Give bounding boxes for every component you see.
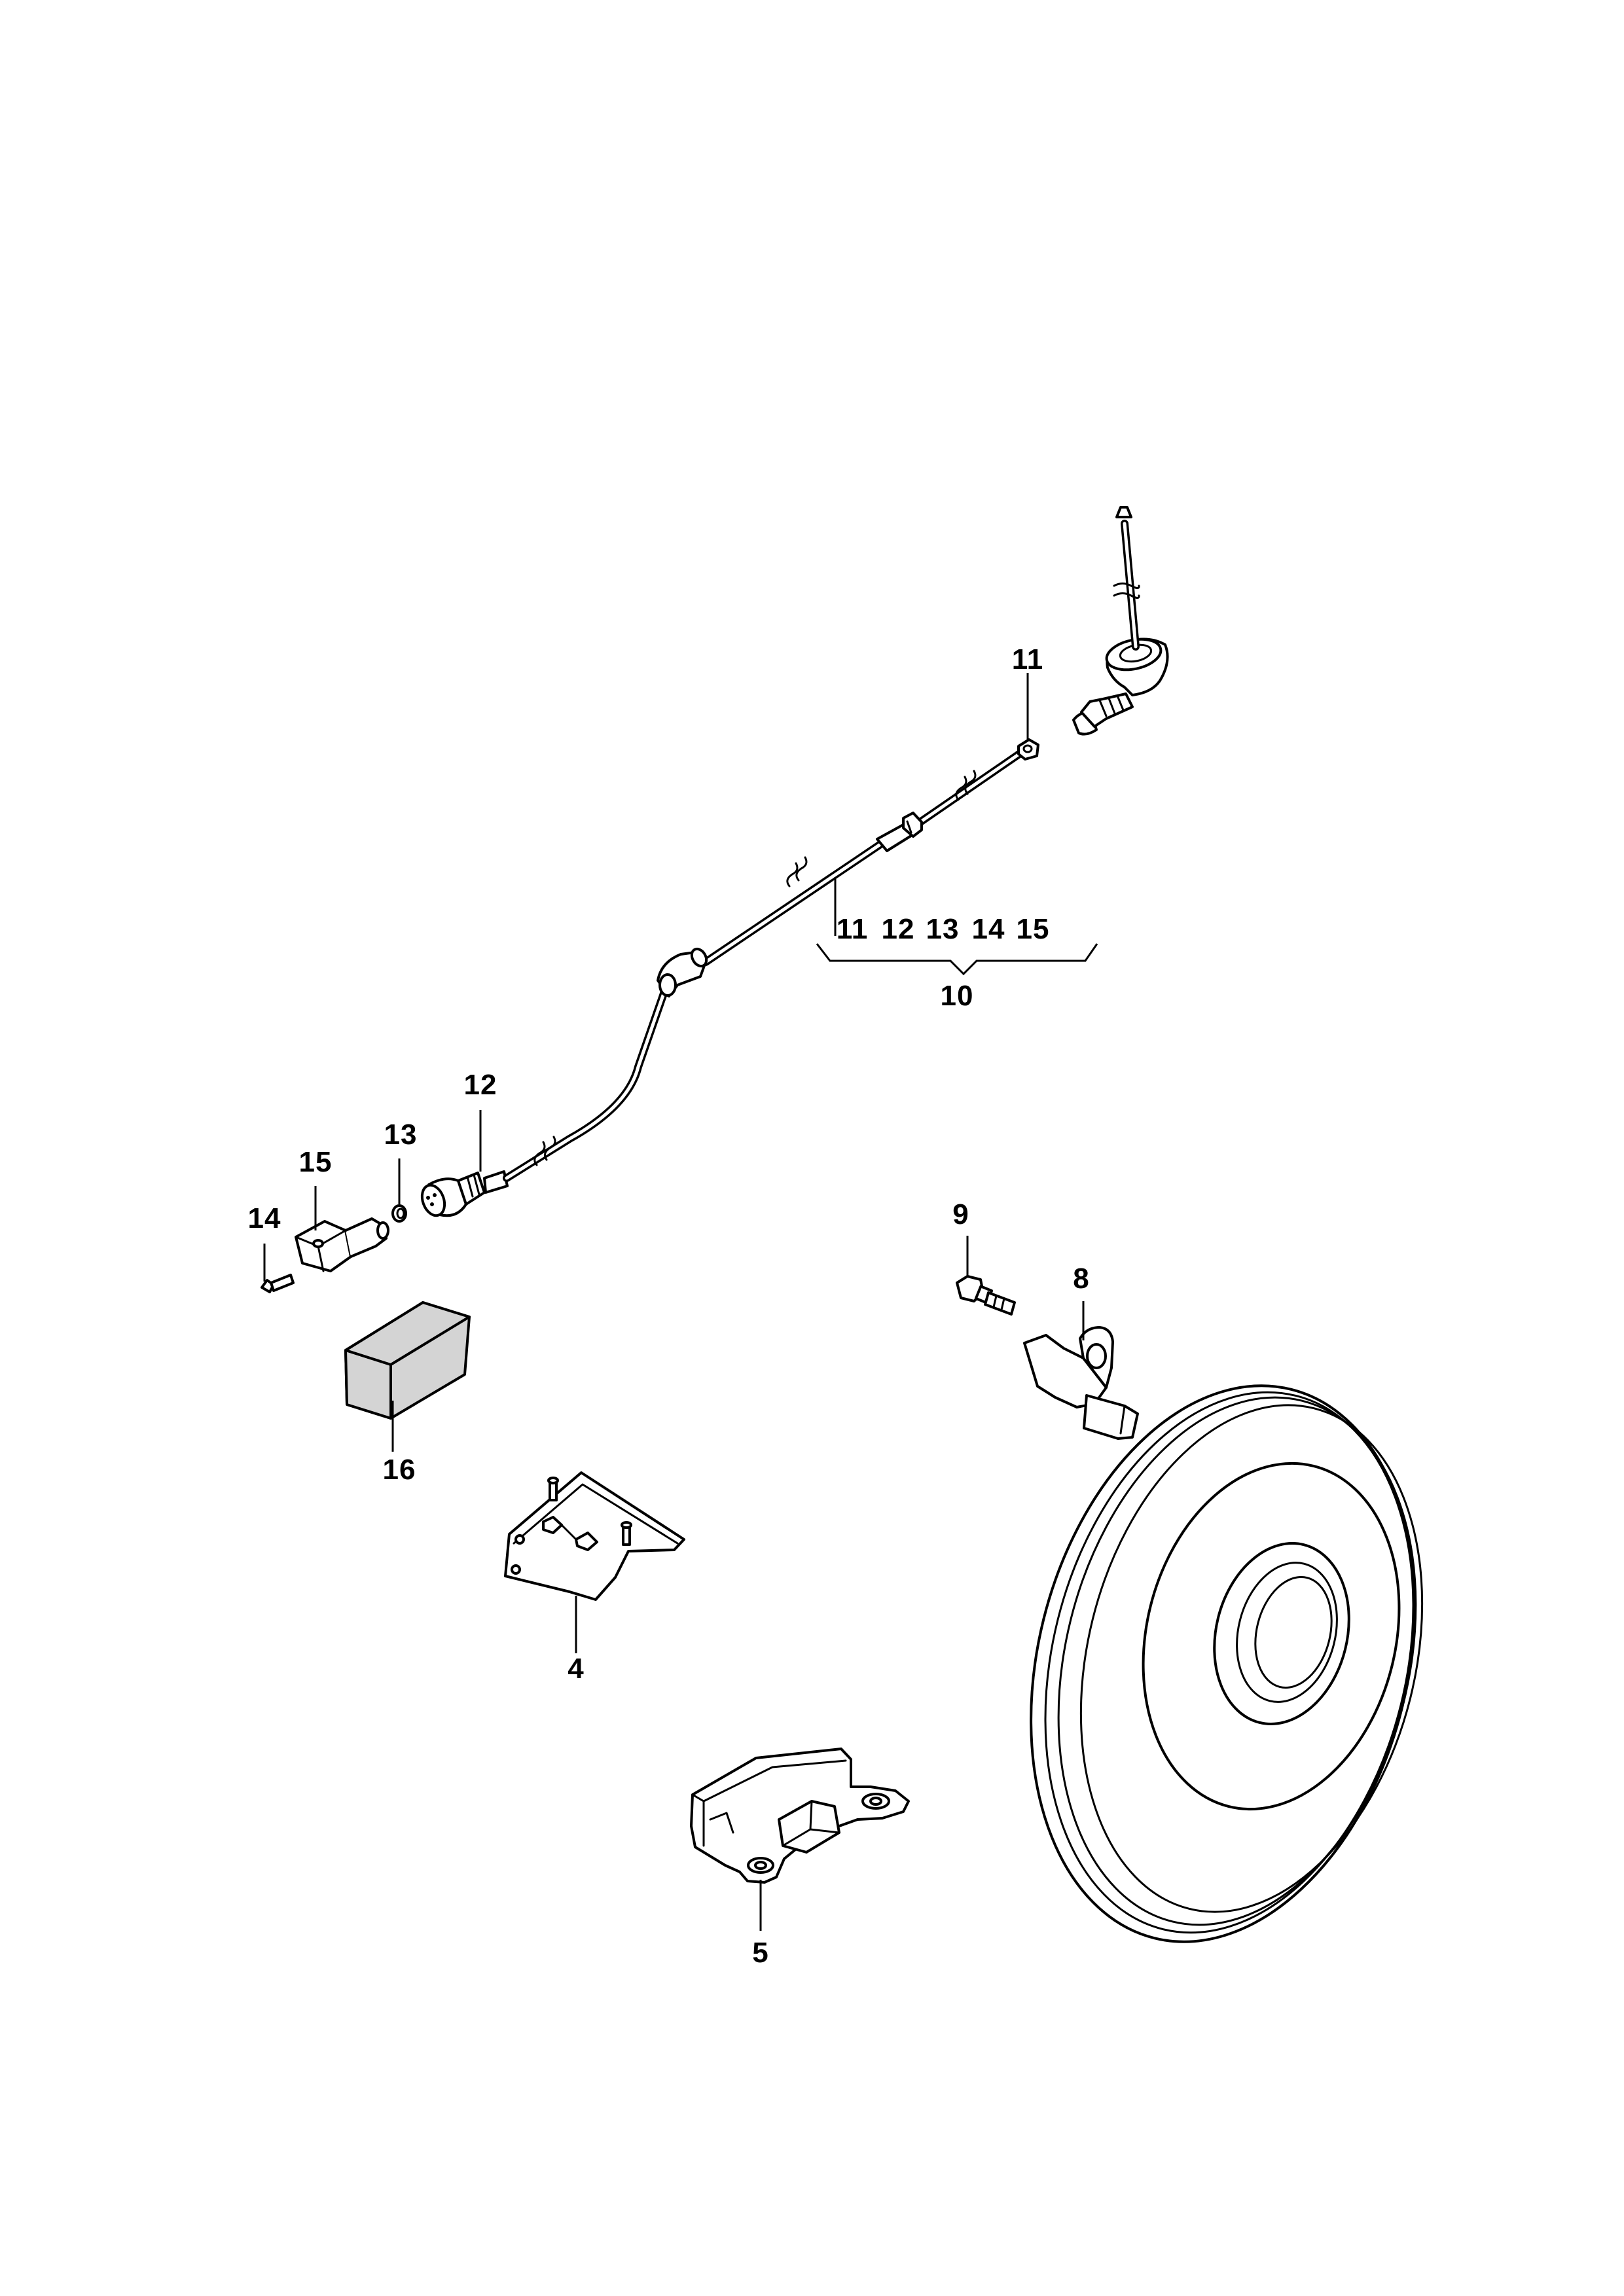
seal-plug — [391, 1204, 407, 1223]
callout-13-set: 13 — [926, 913, 960, 945]
connector-housing — [295, 1217, 389, 1272]
callout-12: 12 — [463, 1069, 497, 1101]
foam-block — [344, 1301, 471, 1420]
callout-15: 15 — [298, 1146, 333, 1178]
callout-15-set: 15 — [1016, 913, 1050, 945]
wiring-harness — [503, 506, 1169, 1182]
locking-pin — [261, 1274, 295, 1293]
callout-8: 8 — [1073, 1263, 1090, 1295]
sensor-holder — [1023, 1326, 1139, 1440]
brake-disc — [1030, 1384, 1424, 1943]
hex-bolt — [956, 1275, 1016, 1316]
callout-11-set: 11 — [836, 913, 869, 945]
cable-clip — [1017, 738, 1039, 761]
cable-connector — [420, 1170, 509, 1217]
callout-4: 4 — [568, 1653, 585, 1685]
callout-14: 14 — [247, 1202, 281, 1234]
control-unit — [690, 1748, 910, 1884]
leader-lines — [263, 673, 1098, 1931]
bracket — [504, 1471, 685, 1601]
callout-16: 16 — [382, 1454, 416, 1486]
callout-12-set: 12 — [881, 913, 915, 945]
callout-11-clip: 11 — [1011, 643, 1044, 675]
callout-13: 13 — [384, 1119, 418, 1151]
callout-10: 10 — [940, 980, 974, 1012]
callout-9: 9 — [952, 1198, 969, 1230]
callout-14-set: 14 — [971, 913, 1005, 945]
callout-5: 5 — [752, 1937, 769, 1969]
